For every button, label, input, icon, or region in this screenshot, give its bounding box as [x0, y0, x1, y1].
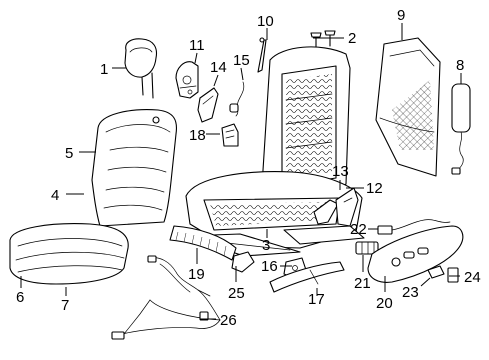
- callout-labels: 1 2 3 4 5 6 7 8 9 10 11 12 13 14 15 16 1…: [16, 7, 481, 329]
- callout-25: 25: [228, 285, 245, 302]
- callout-2: 2: [348, 30, 356, 47]
- seat-switch: [355, 241, 379, 255]
- wire-connector-small: [229, 81, 245, 117]
- callout-24: 24: [464, 269, 481, 286]
- side-finisher: [169, 225, 237, 261]
- side-bracket: [313, 199, 339, 225]
- callout-18: 18: [189, 127, 206, 144]
- outer-side-finisher: [367, 225, 464, 283]
- callout-15: 15: [233, 52, 250, 69]
- callout-4: 4: [51, 187, 59, 204]
- callout-22: 22: [350, 221, 367, 238]
- callout-17: 17: [308, 291, 325, 308]
- callout-16: 16: [261, 258, 278, 275]
- connector-24: [447, 267, 459, 283]
- callout-6: 6: [16, 289, 24, 306]
- leader-lines: [20, 23, 462, 320]
- side-airbag-module: [451, 83, 471, 175]
- callout-19: 19: [188, 266, 205, 283]
- front-cover-small: [231, 251, 255, 273]
- seatback-pad: [375, 37, 441, 177]
- callout-3: 3: [262, 237, 270, 254]
- small-bracket: [335, 187, 359, 227]
- callout-26: 26: [220, 312, 237, 329]
- power-switch-harness: [377, 219, 451, 235]
- callout-1: 1: [100, 61, 108, 78]
- seat-cushion-cover: [9, 223, 129, 285]
- callout-23: 23: [402, 284, 419, 301]
- connector-23: [427, 265, 445, 279]
- seat-frame: [183, 46, 365, 257]
- callout-20: 20: [376, 295, 393, 312]
- headrest: [124, 38, 158, 99]
- recliner-handle: [221, 123, 239, 147]
- headrest-guide-bracket: [175, 61, 199, 99]
- callout-11: 11: [189, 37, 205, 54]
- callout-9: 9: [397, 7, 405, 24]
- callout-21: 21: [354, 275, 371, 292]
- callout-14: 14: [210, 59, 227, 76]
- rail-cover: [269, 261, 345, 293]
- callout-5: 5: [65, 145, 73, 162]
- callout-7: 7: [61, 297, 69, 314]
- callout-10: 10: [257, 13, 274, 30]
- callout-12: 12: [366, 180, 383, 197]
- bolts: [310, 30, 336, 49]
- seatback-cover: [91, 109, 178, 227]
- side-trim-cover: [197, 87, 219, 123]
- callout-8: 8: [456, 57, 464, 74]
- callout-13: 13: [332, 163, 349, 180]
- rod-pin: [257, 37, 267, 73]
